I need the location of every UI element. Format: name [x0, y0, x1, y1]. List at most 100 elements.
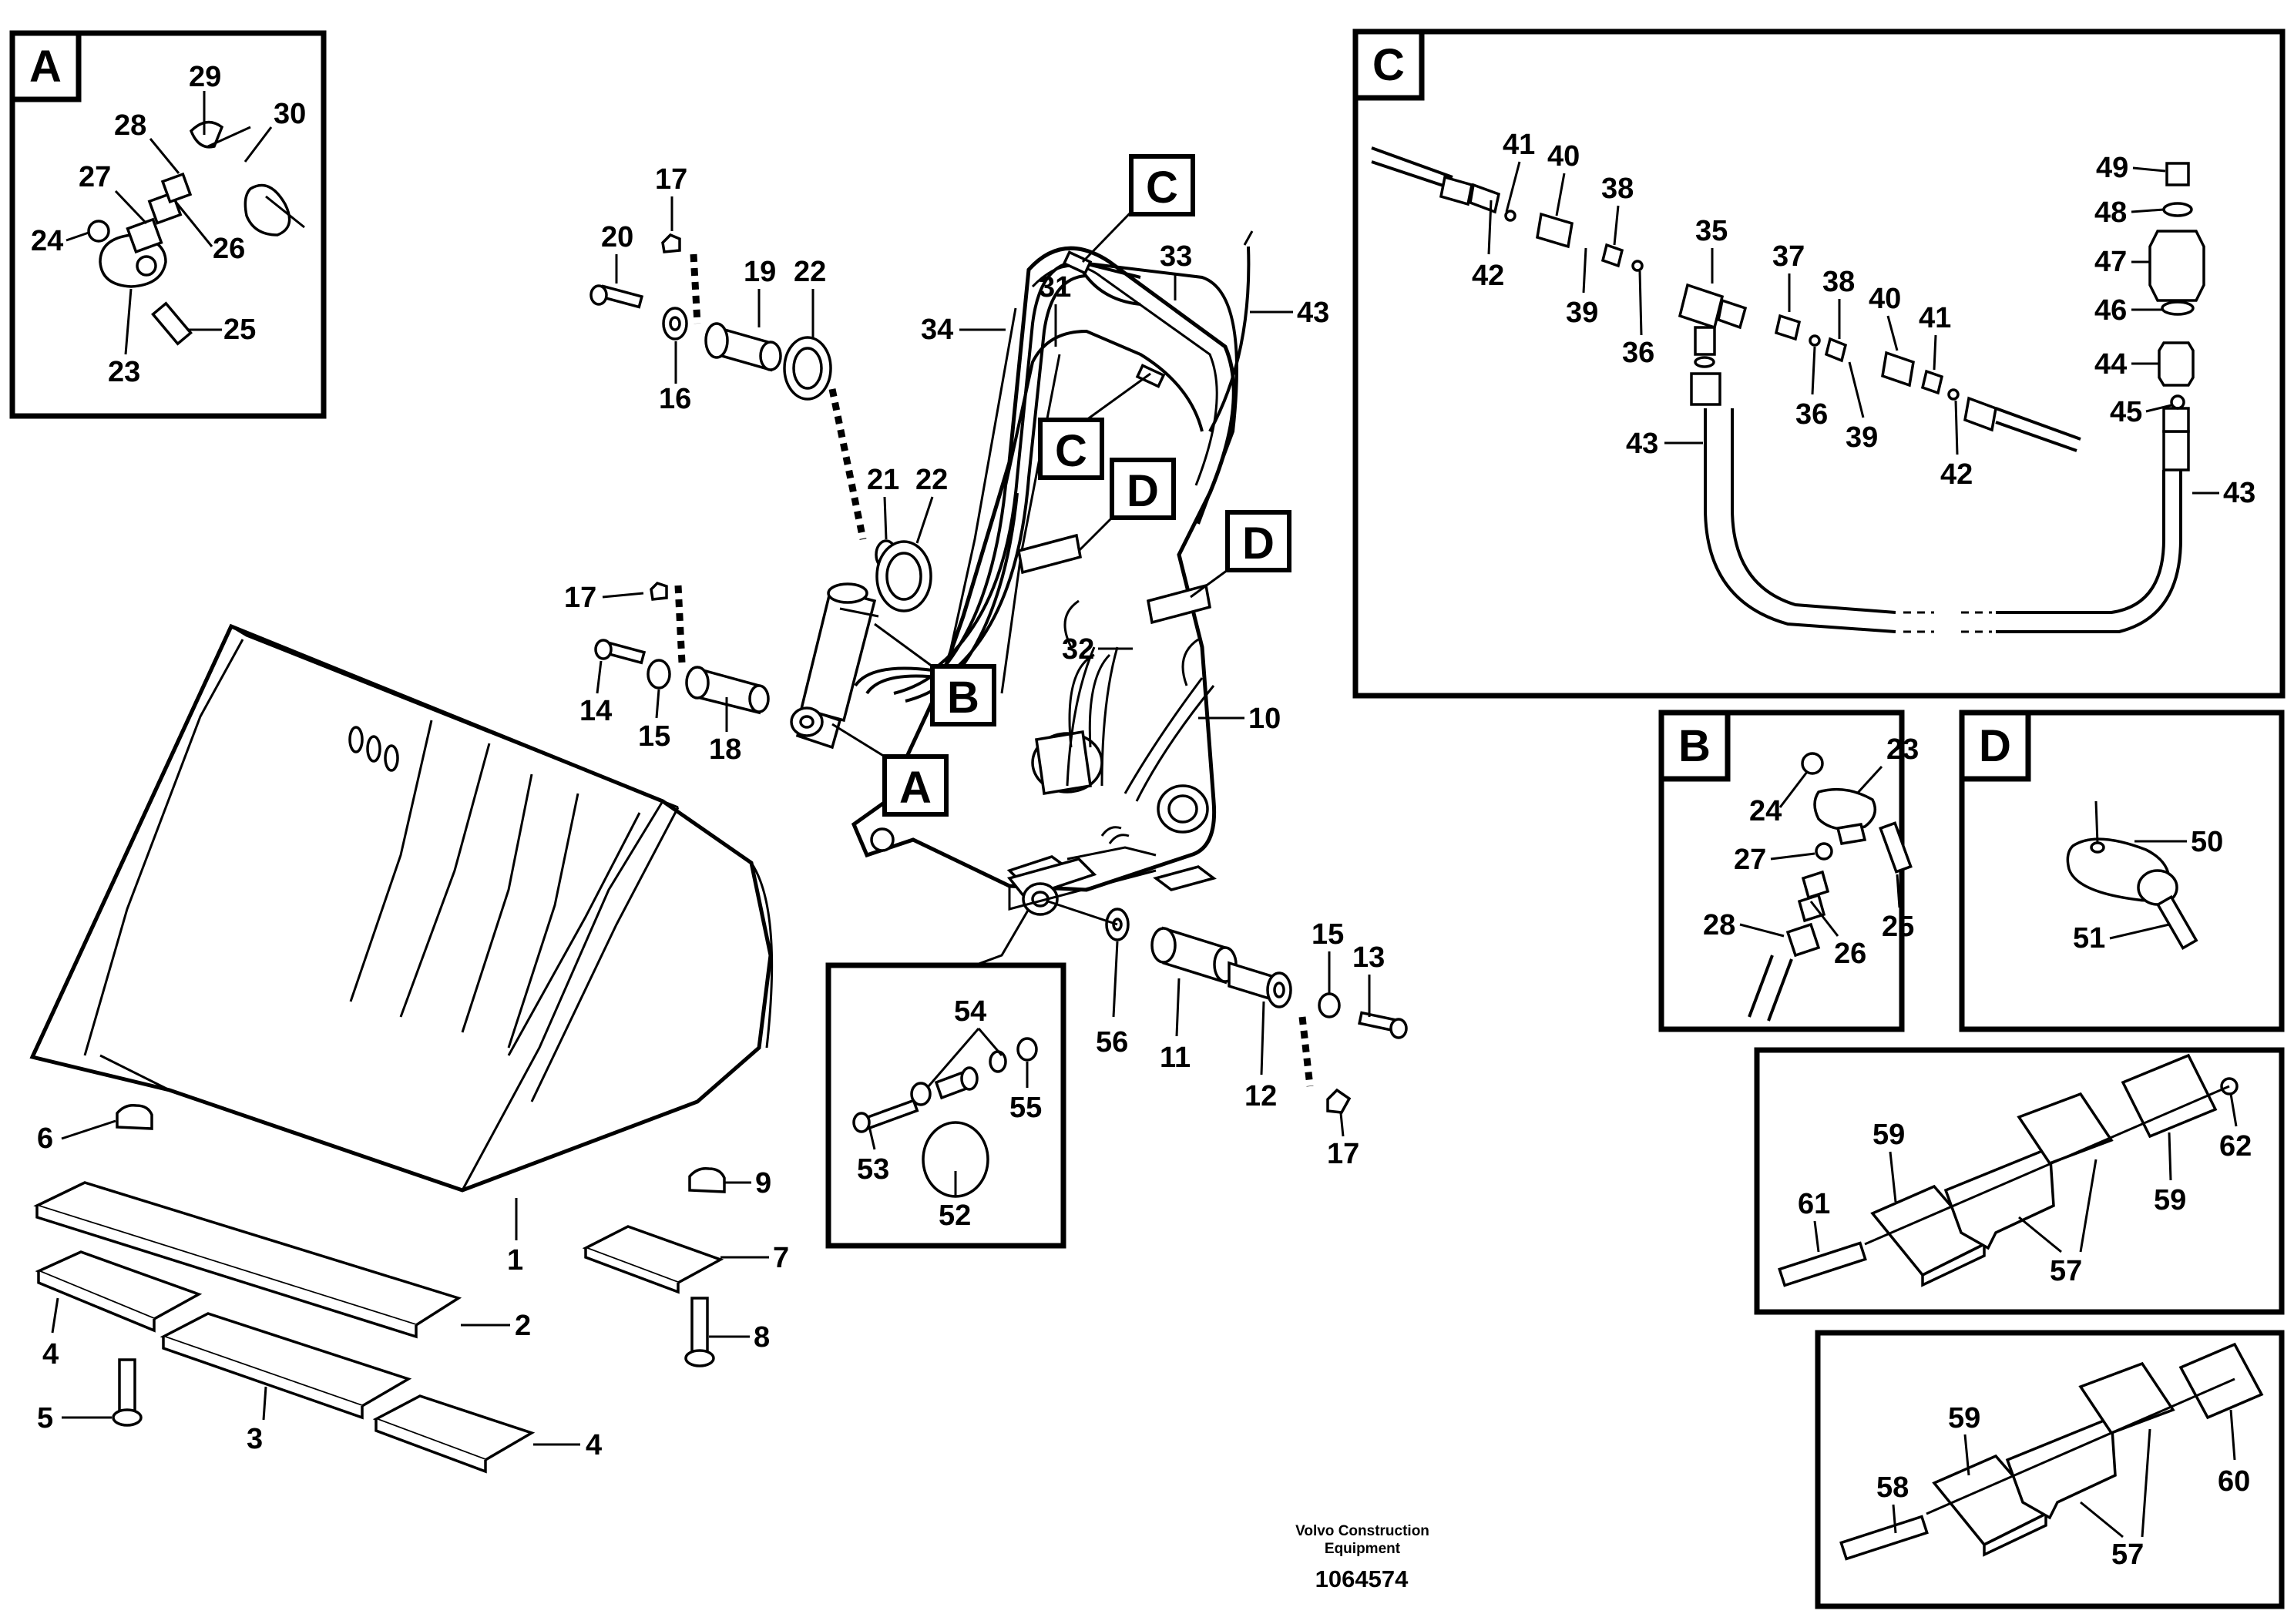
drawing-number: 1064574: [1315, 1565, 1409, 1592]
svg-text:41: 41: [1919, 302, 1951, 334]
upper-pin-set: [589, 233, 932, 612]
callout-tag-c-upper: C: [1081, 154, 1195, 263]
svg-text:D: D: [1127, 466, 1159, 516]
svg-text:54: 54: [954, 995, 986, 1028]
svg-text:26: 26: [213, 233, 245, 265]
label-25-b: 25: [1882, 874, 1914, 943]
label-9: 9: [724, 1167, 771, 1200]
label-24: 24: [31, 225, 89, 257]
svg-text:2: 2: [515, 1310, 531, 1342]
label-27: 27: [79, 161, 148, 225]
svg-text:57: 57: [2111, 1538, 2144, 1571]
panel-b-header: B: [1658, 710, 1731, 782]
svg-text:44: 44: [2094, 348, 2127, 381]
svg-text:23: 23: [108, 356, 140, 388]
label-45: 45: [2110, 396, 2172, 428]
callout-tag-d-right: D: [1190, 510, 1291, 599]
label-59-upper-right: 59: [2154, 1132, 2186, 1216]
label-59-upper-left: 59: [1872, 1119, 1905, 1203]
label-59-lower: 59: [1948, 1402, 1980, 1476]
label-58: 58: [1876, 1471, 1909, 1534]
label-47: 47: [2094, 246, 2150, 278]
label-17-top: 17: [655, 163, 687, 231]
label-30: 30: [244, 98, 306, 163]
svg-text:60: 60: [2218, 1465, 2250, 1498]
middle-pin-set: [594, 581, 770, 715]
panel-d-letter: D: [1979, 721, 2011, 771]
label-23-a: 23: [108, 288, 140, 388]
svg-text:47: 47: [2094, 246, 2127, 278]
svg-text:17: 17: [655, 163, 687, 196]
label-44: 44: [2094, 348, 2159, 381]
svg-text:57: 57: [2050, 1255, 2082, 1287]
svg-text:21: 21: [867, 464, 899, 496]
label-40-c-right: 40: [1869, 283, 1901, 351]
label-41-c-right: 41: [1919, 302, 1951, 371]
svg-text:3: 3: [247, 1423, 263, 1455]
svg-text:4: 4: [586, 1429, 602, 1461]
panel-d-header: D: [1959, 710, 2031, 782]
svg-text:43: 43: [1626, 428, 1658, 460]
panel-c-parts: [1371, 146, 2205, 633]
label-50: 50: [2134, 826, 2223, 858]
label-14: 14: [579, 660, 612, 727]
callout-tag-b: B: [874, 622, 996, 726]
label-10: 10: [1198, 703, 1281, 735]
svg-text:50: 50: [2191, 826, 2223, 858]
label-39-c-left: 39: [1566, 247, 1598, 329]
svg-text:38: 38: [1601, 173, 1634, 205]
svg-text:26: 26: [1834, 938, 1866, 970]
svg-text:48: 48: [2094, 196, 2127, 229]
svg-text:24: 24: [31, 225, 63, 257]
label-38-c-right: 38: [1822, 266, 1855, 339]
callout-tag-d-left: D: [1077, 458, 1176, 552]
label-33: 33: [1160, 240, 1192, 300]
footer-maker-line1: Volvo Construction: [1295, 1523, 1429, 1539]
label-43-c-right: 43: [2192, 477, 2255, 509]
label-43-main: 43: [1250, 297, 1329, 329]
svg-text:18: 18: [709, 733, 741, 766]
svg-text:7: 7: [773, 1242, 789, 1274]
label-34: 34: [921, 314, 1006, 346]
svg-text:B: B: [947, 673, 979, 723]
svg-text:29: 29: [189, 61, 221, 93]
label-32: 32: [1062, 633, 1133, 666]
label-2: 2: [461, 1310, 531, 1342]
svg-text:42: 42: [1940, 458, 1973, 491]
svg-text:39: 39: [1566, 297, 1598, 329]
svg-text:4: 4: [42, 1338, 59, 1371]
label-36-c-right: 36: [1795, 346, 1828, 431]
label-27-b: 27: [1734, 844, 1815, 876]
label-49: 49: [2096, 152, 2166, 184]
svg-text:49: 49: [2096, 152, 2128, 184]
label-22-top: 22: [794, 256, 826, 337]
cutting-edges: [33, 1103, 726, 1474]
svg-text:24: 24: [1749, 795, 1782, 827]
svg-text:35: 35: [1695, 215, 1728, 247]
svg-text:28: 28: [1703, 909, 1735, 941]
svg-text:6: 6: [37, 1122, 53, 1155]
label-22-mid: 22: [915, 464, 948, 544]
svg-text:25: 25: [223, 314, 256, 346]
label-26-b: 26: [1809, 901, 1866, 970]
svg-text:59: 59: [2154, 1184, 2186, 1216]
svg-text:17: 17: [564, 582, 596, 614]
label-23-b: 23: [1856, 733, 1919, 795]
label-51: 51: [2073, 922, 2170, 955]
svg-text:16: 16: [659, 383, 691, 415]
label-21: 21: [867, 464, 899, 540]
panel-pin-detail-frame: [825, 962, 1066, 1249]
svg-text:5: 5: [37, 1402, 53, 1434]
panel-a-parts: [87, 120, 305, 346]
panel-c-letter: C: [1372, 40, 1405, 90]
label-46: 46: [2094, 294, 2162, 327]
svg-text:28: 28: [114, 109, 146, 142]
svg-text:61: 61: [1798, 1188, 1830, 1220]
label-36-c-left: 36: [1622, 270, 1654, 369]
label-53: 53: [857, 1126, 889, 1186]
label-38-c-left: 38: [1601, 173, 1634, 246]
panel-b-parts: [1748, 752, 1913, 1022]
svg-text:62: 62: [2219, 1130, 2252, 1163]
lower-pin-set: [974, 900, 1408, 1114]
panel-b-letter: B: [1678, 721, 1711, 771]
